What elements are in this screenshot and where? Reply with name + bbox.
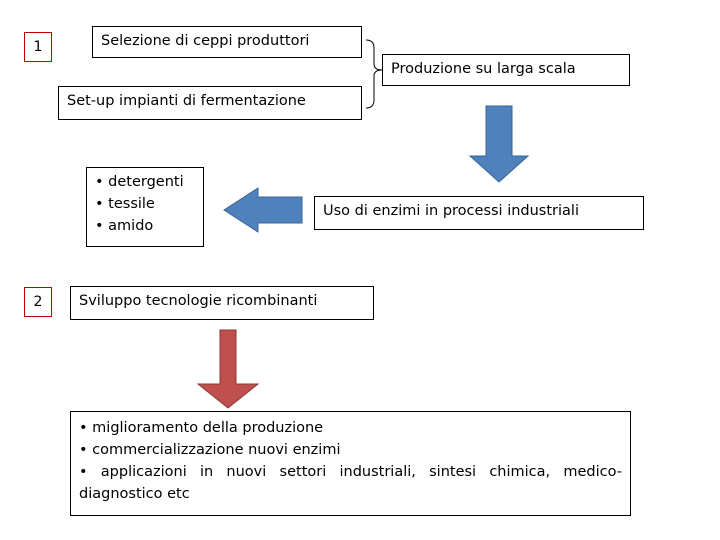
- applications-list: • detergenti • tessile • amido: [95, 171, 195, 237]
- step-marker-2: 2: [24, 287, 52, 317]
- setup-text: Set-up impianti di fermentazione: [67, 93, 306, 109]
- down-arrow-blue: [468, 105, 530, 183]
- recombinant-text: Sviluppo tecnologie ricombinanti: [79, 293, 318, 309]
- selection-text: Selezione di ceppi produttori: [101, 33, 310, 49]
- outcomes-box: • miglioramento della produzione • comme…: [70, 411, 631, 516]
- left-arrow-blue: [223, 187, 303, 233]
- industrial-use-box: Uso di enzimi in processi industriali: [314, 196, 644, 230]
- right-brace: [365, 39, 383, 109]
- recombinant-box: Sviluppo tecnologie ricombinanti: [70, 286, 374, 320]
- industrial-use-text: Uso di enzimi in processi industriali: [323, 203, 579, 219]
- outcome-item-continued: diagnostico etc: [79, 486, 190, 502]
- large-scale-box: Produzione su larga scala: [382, 54, 630, 86]
- setup-box: Set-up impianti di fermentazione: [58, 86, 362, 120]
- selection-box: Selezione di ceppi produttori: [92, 26, 362, 58]
- step-marker-1: 1: [24, 32, 52, 62]
- outcome-item: • commercializzazione nuovi enzimi: [79, 442, 341, 458]
- outcome-item: • miglioramento della produzione: [79, 420, 324, 436]
- outcome-item: • applicazioni in nuovi settori industri…: [79, 464, 622, 480]
- large-scale-text: Produzione su larga scala: [391, 61, 576, 77]
- application-item: • detergenti: [95, 174, 184, 190]
- application-item: • amido: [95, 218, 154, 234]
- applications-box: • detergenti • tessile • amido: [86, 167, 204, 247]
- application-item: • tessile: [95, 196, 155, 212]
- down-arrow-red: [196, 329, 260, 409]
